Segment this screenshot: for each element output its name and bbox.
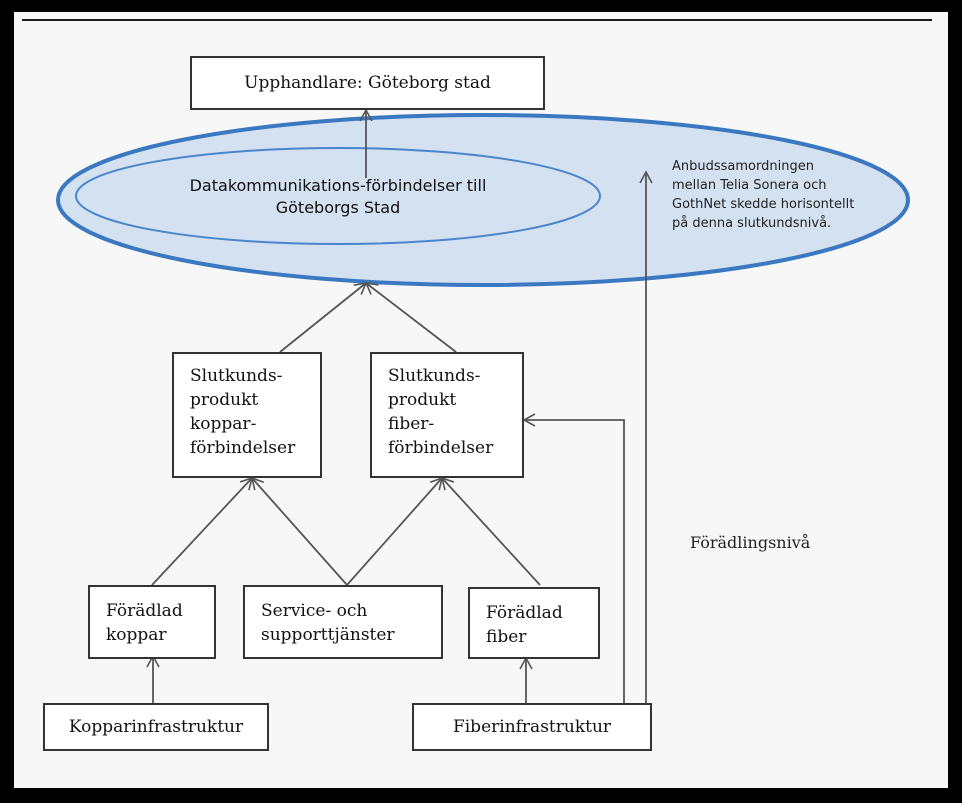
fiber-infrastructure-label: Fiberinfrastruktur (452, 717, 612, 737)
refined-copper-label: Förädlad koppar (106, 601, 183, 645)
service-support-label: Service- och supporttjänster (261, 601, 395, 645)
end-product-fiber-label: Slutkunds- produkt fiber- förbindelser (388, 366, 494, 458)
coordination-note: Anbudssamordningen mellan Telia Sonera o… (672, 159, 855, 231)
end-product-fiber-box: Slutkunds- produkt fiber- förbindelser (370, 352, 524, 478)
arrow-endcopper-to-ellipse (279, 281, 368, 353)
arrow-refinedfiber-to-endfiber (440, 476, 541, 586)
arrow-service-to-endcopper (250, 476, 348, 586)
end-product-copper-label: Slutkunds- produkt koppar- förbindelser (190, 366, 296, 458)
arrow-endfiber-to-ellipse (364, 281, 457, 353)
service-ellipse-label: Datakommunikations-förbindelser till Göt… (189, 176, 487, 217)
copper-infrastructure-label: Kopparinfrastruktur (68, 717, 244, 737)
top-rule (22, 19, 932, 21)
procurer-label: Upphandlare: Göteborg stad (244, 73, 491, 93)
service-ellipse-inner (75, 147, 601, 245)
arrow-refinedcopper-to-endcopper (151, 476, 254, 586)
refined-copper-box: Förädlad koppar (88, 585, 216, 659)
copper-infrastructure-box: Kopparinfrastruktur (43, 703, 269, 751)
refined-fiber-box: Förädlad fiber (468, 587, 600, 659)
refinement-level-label: Förädlingsnivå (690, 533, 811, 552)
arrow-fiberinfra-to-endfiber (522, 413, 625, 703)
procurer-box: Upphandlare: Göteborg stad (190, 56, 545, 110)
service-support-box: Service- och supporttjänster (243, 585, 443, 659)
end-product-copper-box: Slutkunds- produkt koppar- förbindelser (172, 352, 322, 478)
refined-fiber-label: Förädlad fiber (486, 603, 563, 647)
arrow-service-to-endfiber (346, 476, 444, 586)
fiber-infrastructure-box: Fiberinfrastruktur (412, 703, 652, 751)
